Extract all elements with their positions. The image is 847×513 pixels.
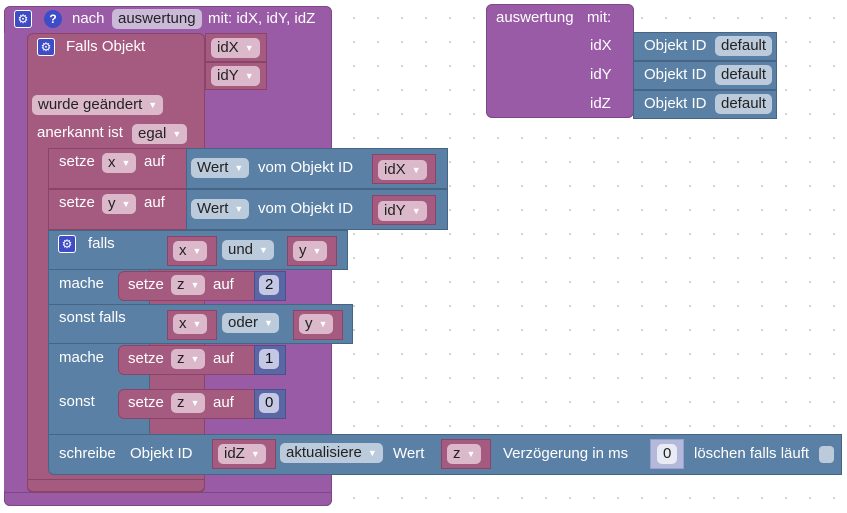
gear-icon[interactable]: ⚙	[14, 10, 32, 28]
write-mode-dropdown[interactable]: aktualisiere▼	[280, 443, 383, 463]
number-field[interactable]: 0	[259, 393, 280, 413]
var-dropdown[interactable]: y▼	[102, 194, 137, 214]
object-dropdown[interactable]: idY▼	[378, 201, 427, 221]
setze-label: setze	[128, 350, 164, 367]
auf-label: auf	[144, 194, 165, 211]
trigger-object-1[interactable]: idX▼	[211, 38, 260, 58]
auf-label: auf	[213, 276, 234, 293]
setze-label: setze	[128, 394, 164, 411]
function-name-field[interactable]: auswertung	[112, 9, 202, 29]
objekt-id-label: Objekt ID	[130, 445, 193, 462]
object-dropdown[interactable]: idX▼	[378, 160, 427, 180]
param-value-field[interactable]: default	[715, 94, 773, 114]
number-field[interactable]: 2	[259, 275, 280, 295]
var-dropdown[interactable]: y▼	[299, 314, 334, 334]
schreibe-label: schreibe	[59, 445, 116, 462]
function-title: auswertung	[496, 9, 574, 26]
param-name: idY	[590, 66, 612, 83]
gear-icon[interactable]: ⚙	[58, 235, 76, 253]
clear-label: löschen falls läuft	[694, 445, 810, 462]
sonst-label: sonst	[59, 393, 95, 410]
var-dropdown[interactable]: y▼	[293, 241, 328, 261]
ack-dropdown[interactable]: egal▼	[132, 124, 188, 144]
param-value-field[interactable]: default	[715, 65, 773, 85]
number-field[interactable]: 1	[259, 349, 280, 369]
param-label: Objekt ID	[644, 37, 707, 54]
param-value-field[interactable]: default	[715, 36, 773, 56]
wert-label: Wert	[393, 445, 425, 462]
mode-dropdown[interactable]: Wert▼	[191, 158, 250, 178]
ack-label: anerkannt ist	[37, 124, 123, 141]
from-label: vom Objekt ID	[258, 200, 354, 217]
gear-icon[interactable]: ⚙	[37, 38, 55, 56]
mit-label: mit:	[587, 9, 612, 26]
delay-label: Verzögerung in ms	[503, 445, 629, 462]
var-dropdown[interactable]: x▼	[102, 153, 137, 173]
function-definition-block[interactable]	[486, 4, 634, 118]
var-dropdown[interactable]: x▼	[173, 241, 208, 261]
auf-label: auf	[213, 394, 234, 411]
mode-dropdown[interactable]: Wert▼	[191, 199, 250, 219]
help-icon[interactable]: ?	[44, 10, 62, 28]
mache-label: mache	[59, 275, 105, 292]
auf-label: auf	[144, 153, 165, 170]
delay-field[interactable]: 0	[657, 444, 678, 464]
object-dropdown[interactable]: idZ▼	[218, 444, 266, 464]
trigger-object-2[interactable]: idY▼	[211, 66, 260, 86]
setze-label: setze	[59, 194, 95, 211]
var-dropdown[interactable]: z▼	[171, 349, 206, 369]
param-label: Objekt ID	[644, 95, 707, 112]
value-var-dropdown[interactable]: z▼	[447, 444, 482, 464]
var-dropdown[interactable]: z▼	[171, 393, 206, 413]
param-name: idX	[590, 37, 612, 54]
logic-op-dropdown[interactable]: oder▼	[222, 313, 279, 333]
call-params: mit: idX, idY, idZ	[208, 10, 316, 27]
param-label: Objekt ID	[644, 66, 707, 83]
condition-dropdown[interactable]: wurde geändert▼	[32, 95, 164, 115]
setze-label: setze	[128, 276, 164, 293]
falls-label: falls	[88, 235, 115, 252]
trigger-label: Falls Objekt	[66, 38, 146, 55]
var-dropdown[interactable]: z▼	[171, 275, 206, 295]
from-label: vom Objekt ID	[258, 159, 354, 176]
mache-label: mache	[59, 349, 105, 366]
sonst-falls-label: sonst falls	[59, 309, 126, 326]
setze-label: setze	[59, 153, 95, 170]
auf-label: auf	[213, 350, 234, 367]
logic-op-dropdown[interactable]: und▼	[222, 240, 274, 260]
var-dropdown[interactable]: x▼	[173, 314, 208, 334]
clear-checkbox[interactable]	[819, 446, 834, 463]
call-prefix: nach	[72, 10, 105, 27]
param-name: idZ	[590, 95, 611, 112]
